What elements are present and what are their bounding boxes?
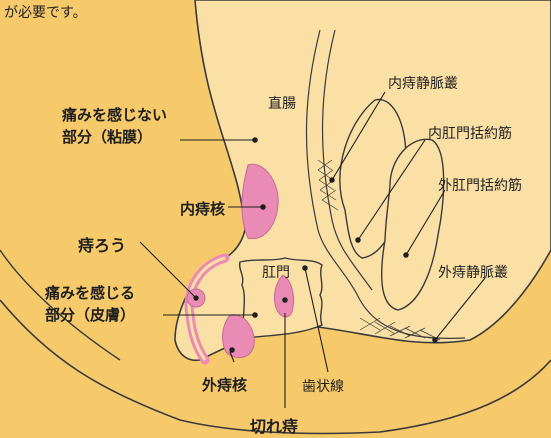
label-anus: 肛門: [262, 265, 290, 281]
intro-text: が必要です。: [4, 5, 87, 21]
label-mucosa-line1: 痛みを感じない: [62, 106, 168, 124]
label-external-venous-plexus: 外痔静脈叢: [438, 265, 508, 281]
label-skin: 痛みを感じる 部分（皮膚）: [45, 282, 135, 326]
venous-plexus-band-2: [321, 29, 373, 291]
external-hemorrhoid-shape: [222, 314, 255, 359]
label-external-sphincter: 外肛門括約筋: [438, 178, 522, 194]
bottom-contour: [0, 299, 551, 435]
leader-lines: [139, 91, 486, 408]
venous-plexus-band: [305, 29, 466, 339]
anal-fissure-shape: [273, 274, 295, 318]
left-contour: [0, 249, 121, 361]
label-internal-venous-plexus: 内痔静脈叢: [388, 76, 458, 92]
label-anal-fissure: 切れ痔: [250, 417, 299, 436]
internal-hemorrhoid-shape: [241, 163, 279, 240]
label-internal-sphincter: 内肛門括約筋: [428, 126, 512, 142]
label-skin-line1: 痛みを感じる: [45, 284, 136, 302]
label-mucosa: 痛みを感じない 部分（粘膜）: [62, 104, 167, 148]
label-dentate-line: 歯状線: [302, 379, 344, 395]
label-mucosa-line2: 部分（粘膜）: [62, 128, 153, 146]
label-anal-fistula: 痔ろう: [78, 236, 127, 255]
label-skin-line2: 部分（皮膚）: [45, 306, 136, 324]
label-external-hemorrhoid: 外痔核: [202, 376, 248, 394]
label-internal-hemorrhoid: 内痔核: [180, 200, 226, 218]
label-rectum: 直腸: [268, 96, 296, 112]
